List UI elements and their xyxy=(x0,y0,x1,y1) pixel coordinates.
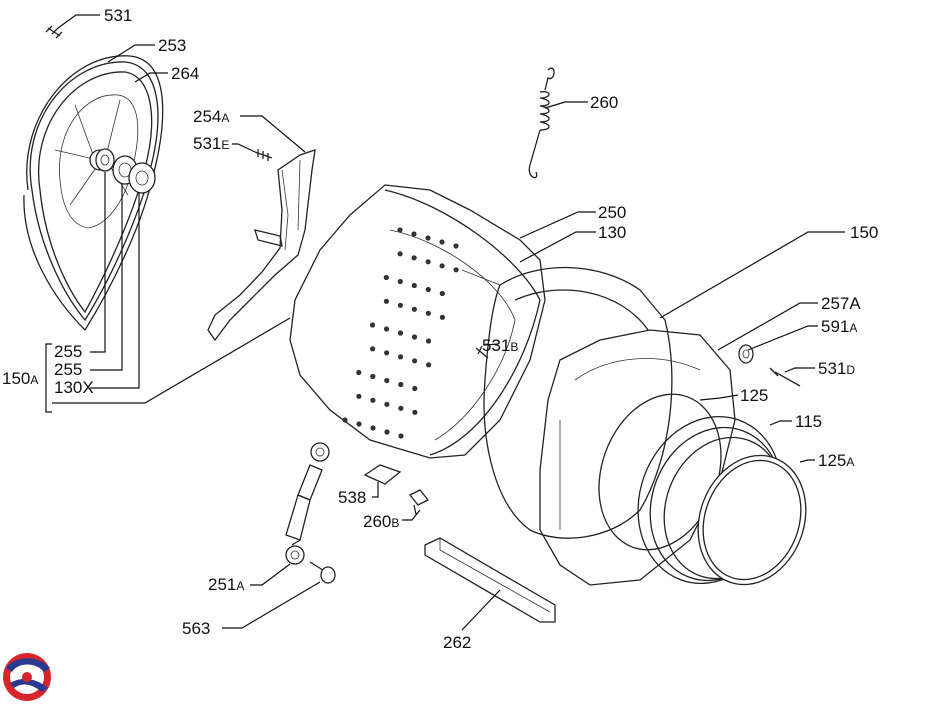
drum-hole xyxy=(398,381,404,388)
label-531d: 531D xyxy=(818,359,855,378)
label-264: 264 xyxy=(171,64,199,83)
label-257a: 257A xyxy=(821,294,861,313)
washer-591a xyxy=(738,344,754,364)
bolt-531d xyxy=(769,367,801,387)
label-538: 538 xyxy=(338,488,366,507)
label-115: 115 xyxy=(795,412,822,431)
drum-hole xyxy=(397,302,403,308)
clamp-ring-125a xyxy=(697,454,807,586)
screw-531 xyxy=(45,25,63,39)
screw-531e xyxy=(254,149,273,161)
drum-holes xyxy=(342,227,459,439)
drum-hole xyxy=(425,259,431,265)
drum-hole xyxy=(412,385,418,392)
drum-hole xyxy=(397,251,403,257)
label-253: 253 xyxy=(158,36,186,55)
drum-hole xyxy=(411,334,418,340)
drum-hole xyxy=(369,322,376,328)
label-591a: 591A xyxy=(821,317,857,336)
label-262: 262 xyxy=(443,633,471,652)
brand-logo xyxy=(3,653,51,701)
label-130: 130 xyxy=(598,223,626,242)
drum-hole xyxy=(398,433,404,439)
drum-hole xyxy=(383,274,389,281)
drum-hole xyxy=(411,306,417,312)
label-254a: 254A xyxy=(193,107,229,126)
drum-hole xyxy=(412,358,418,364)
shock-absorber-251a xyxy=(285,442,330,565)
drum-hole xyxy=(398,354,404,360)
label-130x: 130X xyxy=(54,378,94,397)
drum-hole xyxy=(439,239,445,245)
front-cover-125 xyxy=(539,329,736,586)
drum-hole xyxy=(370,425,376,431)
label-255-second: 255 xyxy=(54,360,82,379)
label-250: 250 xyxy=(598,203,626,222)
drum-hole xyxy=(383,326,390,332)
drum-hole xyxy=(342,417,348,423)
bearing-255-a xyxy=(95,148,115,172)
drum-hole xyxy=(412,409,418,415)
drum-hole xyxy=(384,401,390,407)
rear-tub-250 xyxy=(289,184,546,459)
belt-264 xyxy=(23,55,164,331)
drum-hole xyxy=(398,405,404,411)
baffle-262 xyxy=(424,537,556,623)
label-260: 260 xyxy=(590,93,618,112)
drum-hole xyxy=(384,350,390,356)
label-531b: 531B xyxy=(482,336,518,355)
drum-hole xyxy=(411,255,417,261)
drum-hole xyxy=(411,282,417,289)
label-255-first: 255 xyxy=(54,342,82,361)
drum-hole xyxy=(384,429,390,435)
drum-hole xyxy=(453,243,459,249)
drum-hole xyxy=(439,263,445,269)
seal-130x xyxy=(128,162,156,194)
drum-hole xyxy=(453,267,459,273)
pad-538 xyxy=(363,464,402,485)
drum-hole xyxy=(370,397,376,403)
label-125a: 125A xyxy=(818,451,854,470)
screw-531b xyxy=(475,345,489,359)
drum-hole xyxy=(397,330,404,336)
drum-hole xyxy=(356,421,362,427)
label-531e: 531E xyxy=(193,134,229,153)
front-tub-150 xyxy=(461,266,673,539)
label-150: 150 xyxy=(850,223,878,242)
drum-hole xyxy=(370,346,376,352)
drum-hole xyxy=(383,298,389,304)
leader-lines xyxy=(45,14,845,631)
clip-260b xyxy=(408,489,430,515)
drum-hole xyxy=(425,235,431,241)
drum-hole xyxy=(356,369,362,376)
drum-hole xyxy=(426,362,432,368)
drum-hole xyxy=(425,286,431,293)
spring-260 xyxy=(528,67,555,179)
drum-hole xyxy=(439,314,445,320)
label-563: 563 xyxy=(182,619,210,638)
drum-hole xyxy=(397,227,403,233)
bolt-563 xyxy=(309,561,336,584)
drum-hole xyxy=(411,231,417,237)
bracket-254a xyxy=(207,149,316,342)
drum-hole xyxy=(425,310,431,316)
drum-hole xyxy=(425,338,432,344)
label-260b: 260B xyxy=(363,512,399,531)
drum-hole xyxy=(439,290,445,297)
drum-hole xyxy=(370,373,376,380)
label-251a: 251A xyxy=(208,575,244,594)
drum-hole xyxy=(397,278,403,285)
drum-hole xyxy=(356,393,362,399)
label-150a: 150A xyxy=(2,369,38,388)
label-531: 531 xyxy=(104,6,132,25)
label-125: 125 xyxy=(740,386,768,405)
part-labels: 531 253 264 254A 531E 260 250 130 150 25… xyxy=(2,6,878,652)
drum-hole xyxy=(384,377,390,384)
